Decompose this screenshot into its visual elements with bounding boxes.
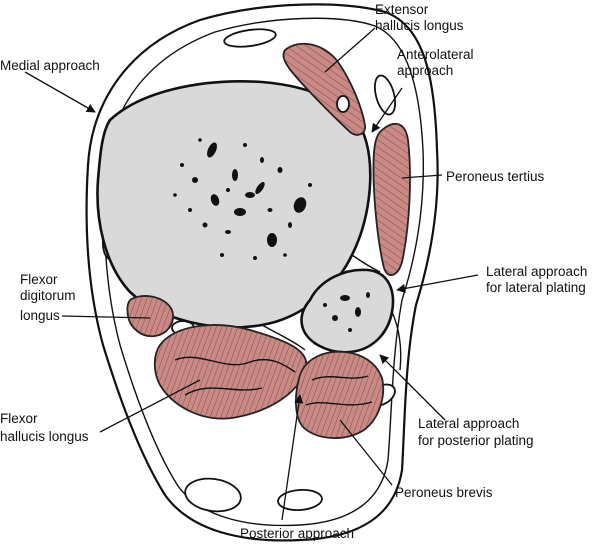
- fibula-marrow: [323, 292, 370, 332]
- label-lateral-posterior-1: Lateral approach: [418, 416, 519, 431]
- label-fhl-2: hallucis longus: [0, 429, 89, 444]
- label-anterolateral-1: Anterolateral: [397, 47, 474, 62]
- leader-fdl: [61, 315, 151, 319]
- label-fdl-3: longus: [20, 308, 60, 323]
- label-medial-approach: Medial approach: [0, 58, 100, 73]
- arrow-anterolateral: [371, 87, 403, 133]
- label-extensor-2: hallucis longus: [375, 18, 464, 33]
- leader-fhl: [99, 379, 201, 433]
- label-lateral-lateral-1: Lateral approach: [486, 264, 587, 279]
- vein-top: [223, 28, 277, 48]
- label-fhl-1: Flexor: [0, 411, 38, 426]
- label-posterior-approach: Posterior approach: [240, 526, 354, 541]
- tibia-marrow: [173, 138, 312, 260]
- label-peroneus-brevis: Peroneus brevis: [395, 485, 493, 500]
- vein-bottom: [277, 489, 323, 511]
- label-peroneus-tertius: Peroneus tertius: [446, 169, 545, 184]
- vein-bottom-left: [184, 477, 242, 513]
- arrow-medial-approach: [24, 71, 96, 113]
- leader-extensor: [324, 27, 376, 73]
- skin-outline: [85, 3, 439, 542]
- leader-peroneus-tertius: [401, 174, 443, 179]
- label-lateral-posterior-2: for posterior plating: [418, 433, 534, 448]
- label-extensor-1: Extensor: [375, 2, 429, 17]
- label-fdl-1: Flexor: [20, 272, 58, 287]
- label-lateral-lateral-2: for lateral plating: [486, 280, 586, 295]
- arrow-lateral-posterior: [379, 354, 446, 421]
- septum-posterior: [261, 324, 306, 351]
- arrow-posterior-approach: [281, 394, 304, 521]
- septum-anterior: [351, 254, 381, 273]
- vessel-extensor: [336, 95, 350, 113]
- vein-top-right: [373, 74, 397, 116]
- label-fdl-2: digitorum: [20, 288, 76, 303]
- septum-lateral: [391, 311, 402, 371]
- label-anterolateral-2: approach: [397, 63, 453, 78]
- arrow-lateral-lateral: [396, 274, 479, 293]
- fibula-bone: [300, 268, 395, 354]
- leader-peroneus-brevis: [339, 419, 393, 486]
